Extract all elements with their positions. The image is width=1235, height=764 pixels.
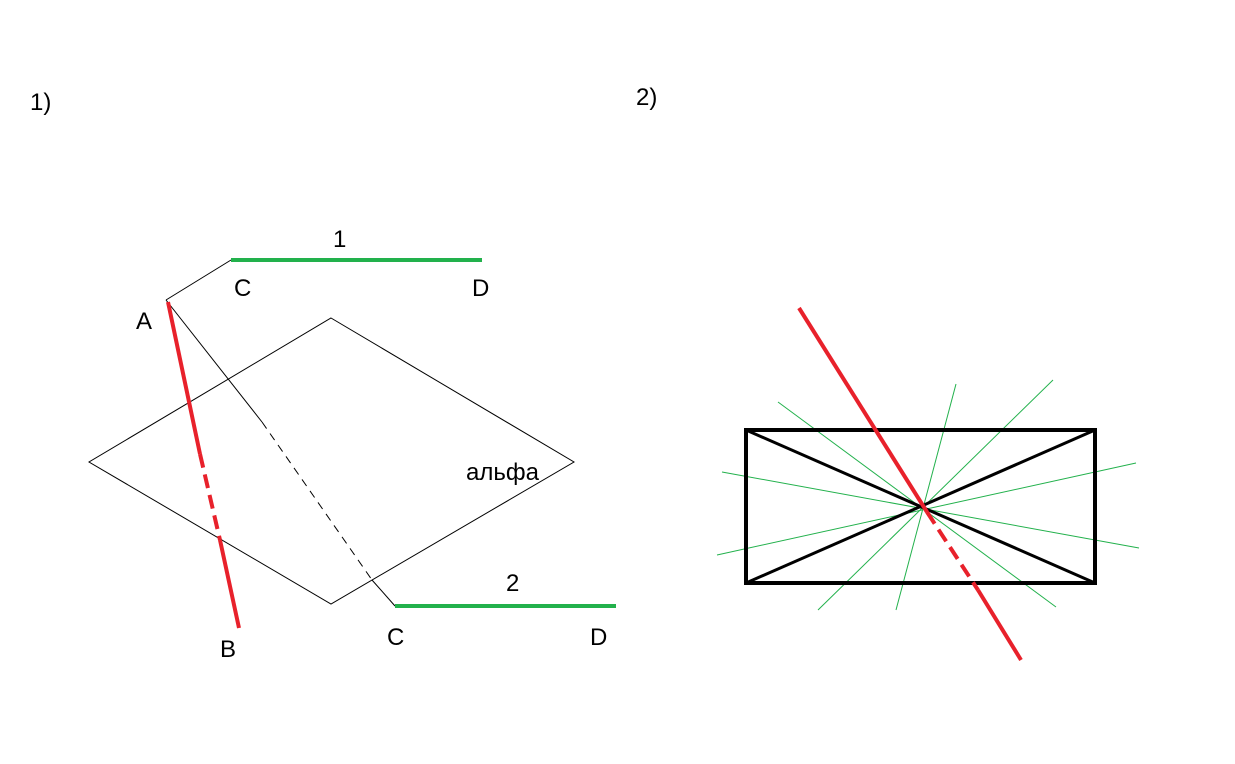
line-a-to-c-top — [165, 259, 232, 301]
figure-2: 2) — [636, 84, 1140, 662]
red-line-ab-lower — [218, 539, 241, 629]
red-line-ab-visible — [166, 301, 202, 455]
red-line-lower — [976, 588, 1023, 662]
segment-1-label: 1 — [333, 226, 346, 253]
point-a-label: A — [136, 308, 152, 335]
figure-2-number: 2) — [636, 84, 657, 111]
segment-2-label: 2 — [506, 570, 519, 597]
figure-1: 1) 1 C D A альфа 2 C D B — [30, 89, 616, 663]
rectangle — [744, 428, 1097, 585]
point-c-bottom-label: C — [387, 624, 404, 651]
line-a-to-plane — [165, 299, 263, 423]
plane-alpha — [88, 317, 575, 605]
plane-alpha-label: альфа — [466, 459, 540, 486]
red-line-visible — [797, 306, 929, 514]
red-line-hidden — [925, 510, 980, 592]
point-d-top-label: D — [472, 275, 489, 302]
line-plane-to-c-bottom — [371, 579, 396, 607]
diagonal-2 — [745, 428, 1096, 585]
green-line — [895, 383, 957, 611]
point-c-top-label: C — [234, 275, 251, 302]
point-d-bottom-label: D — [590, 624, 607, 651]
green-line — [817, 379, 1054, 611]
figure-1-number: 1) — [30, 89, 51, 116]
point-b-label: B — [220, 636, 236, 663]
red-line-ab-hidden — [198, 453, 222, 541]
line-hidden-part — [261, 421, 373, 581]
